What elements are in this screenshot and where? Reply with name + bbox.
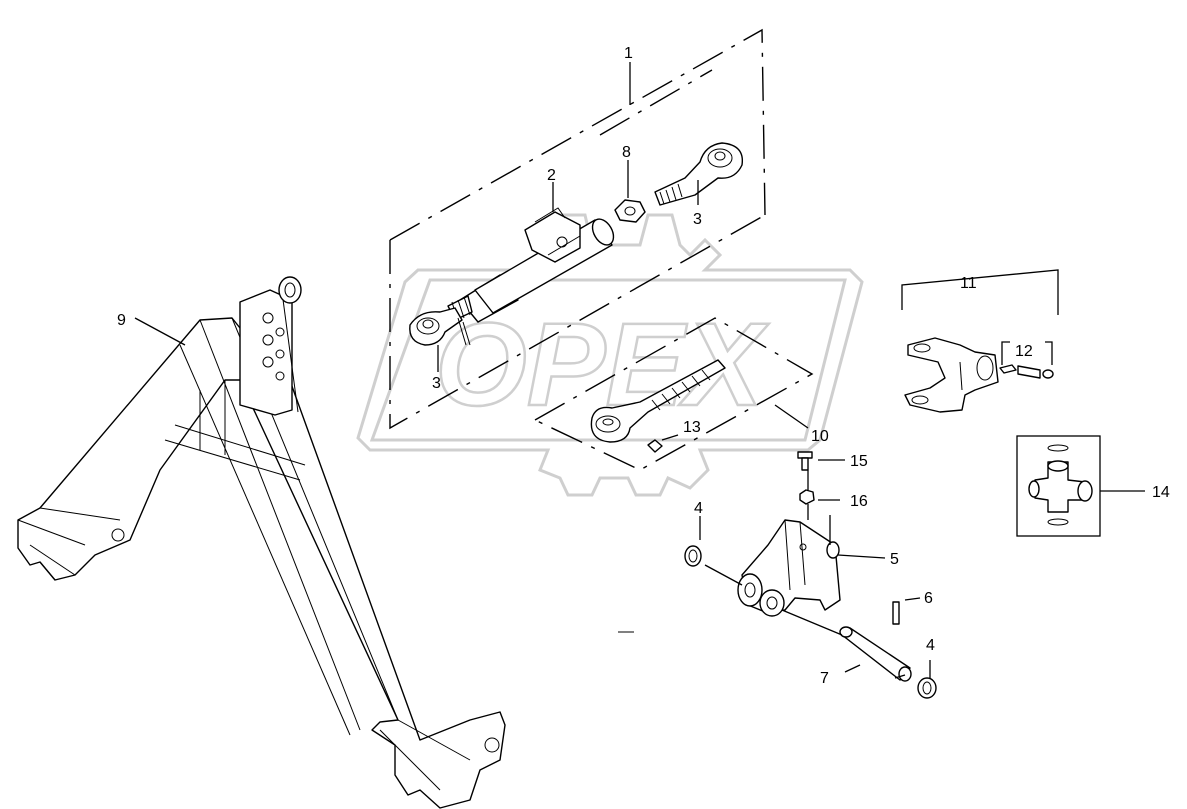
- callout-14: 14: [1152, 484, 1170, 501]
- group-frame-item-10: [533, 317, 814, 471]
- shaft-part-7: [839, 626, 912, 682]
- callout-13: 13: [683, 419, 701, 436]
- callout-11: 11: [960, 275, 977, 292]
- cross-journal-part-14: [1028, 444, 1093, 526]
- callout-7: 7: [820, 670, 829, 687]
- callout-9: 9: [117, 312, 126, 329]
- ball-joint-end-part-3-upper: [654, 142, 744, 206]
- callout-3-lower: 3: [432, 375, 441, 392]
- washer-part-4-upper: [684, 545, 702, 567]
- callout-5: 5: [890, 551, 899, 568]
- bolt-part-15: [797, 451, 813, 471]
- callout-labels: 1 2 3 3 4 4 5 6 7 8 9 10 11 12 13 14 15 …: [117, 45, 1170, 687]
- callout-10: 10: [811, 428, 829, 445]
- top-link-cylinder-part-2: [447, 207, 615, 323]
- washer-part-4-lower: [917, 677, 937, 699]
- callout-3-upper: 3: [693, 211, 702, 228]
- callout-4-upper: 4: [694, 500, 703, 517]
- bracket-part-5: [737, 519, 841, 617]
- group-frame-item-14: [1016, 435, 1101, 537]
- grease-nipple-part-13: [647, 439, 663, 453]
- threaded-rod-end-part-10: [590, 359, 726, 443]
- bolt-part-12: [999, 364, 1054, 379]
- group-frame-top-link: [389, 28, 766, 430]
- nut-part-16: [799, 489, 815, 505]
- callout-4-lower: 4: [926, 637, 935, 654]
- yoke-part-11: [904, 337, 999, 413]
- callout-2: 2: [547, 167, 556, 184]
- nut-part-8: [614, 199, 646, 223]
- callout-1: 1: [624, 45, 633, 62]
- callout-8: 8: [622, 144, 631, 161]
- opex-watermark-logo: OPEX: [356, 213, 864, 497]
- callout-12: 12: [1015, 343, 1033, 360]
- ball-joint-end-part-3-lower: [409, 307, 471, 346]
- callout-6: 6: [924, 590, 933, 607]
- callout-15: 15: [850, 453, 868, 470]
- pin-part-6: [892, 601, 900, 625]
- a-frame-part-9: [17, 276, 506, 809]
- callout-16: 16: [850, 493, 868, 510]
- leader-lines: [134, 62, 1145, 679]
